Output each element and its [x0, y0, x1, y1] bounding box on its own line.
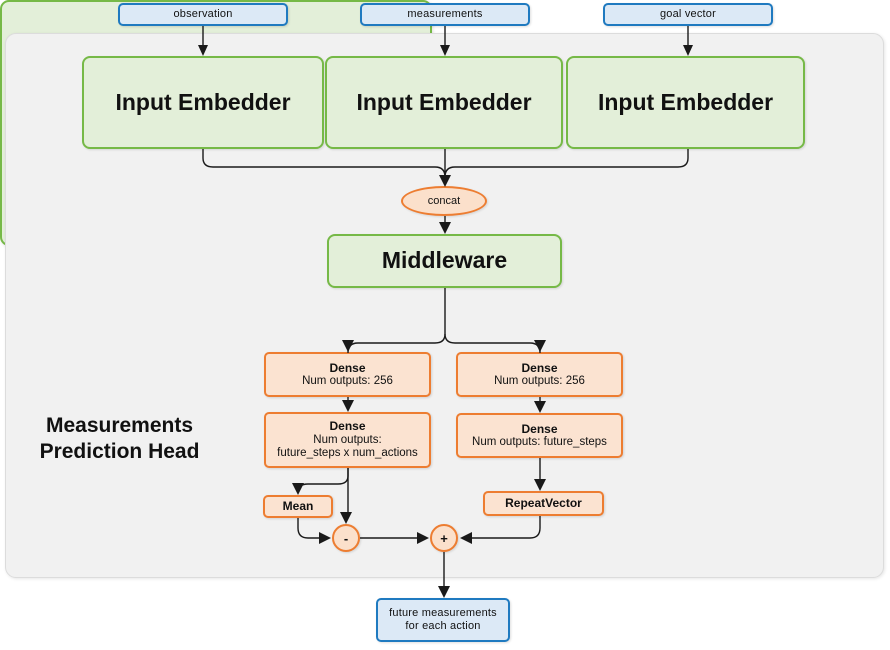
left-dense-1-title: Dense: [329, 360, 366, 375]
input-label-measurements: measurements: [407, 8, 483, 21]
head-label-line1: Measurements: [45, 414, 194, 437]
mean-box: Mean: [263, 495, 333, 518]
middleware-box: Middleware: [327, 234, 562, 288]
output-label-line1: future measurements: [389, 607, 497, 620]
head-label-line2: Prediction Head: [39, 439, 200, 463]
input-embedder-label: Input Embedder: [115, 88, 291, 115]
input-embedder-measurements: Input Embedder: [325, 56, 563, 149]
left-dense-2-detail-1: Num outputs:: [313, 433, 382, 446]
left-dense-1: Dense Num outputs: 256: [264, 352, 431, 397]
subtract-operator: -: [332, 524, 360, 552]
right-dense-1-detail: Num outputs: 256: [494, 374, 585, 387]
subtract-symbol: -: [343, 530, 349, 546]
right-dense-1: Dense Num outputs: 256: [456, 352, 623, 397]
right-dense-2: Dense Num outputs: future_steps: [456, 413, 623, 458]
left-dense-2-detail-2: future_steps x num_actions: [277, 447, 418, 460]
input-box-observation: observation: [118, 3, 288, 26]
output-label-line2: for each action: [405, 620, 481, 632]
right-dense-2-detail: Num outputs: future_steps: [472, 435, 607, 448]
middleware-label: Middleware: [381, 247, 508, 274]
repeat-vector-box: RepeatVector: [483, 491, 604, 516]
mean-label: Mean: [282, 499, 314, 514]
input-embedder-goal-vector: Input Embedder: [566, 56, 805, 149]
input-box-measurements: measurements: [360, 3, 530, 26]
concat-label: concat: [427, 195, 461, 207]
input-embedder-observation: Input Embedder: [82, 56, 324, 149]
output-box-future-measurements: future measurements for each action: [376, 598, 510, 642]
repeat-vector-label: RepeatVector: [505, 496, 582, 511]
add-operator: +: [430, 524, 458, 552]
concat-node: concat: [401, 186, 487, 216]
measurements-prediction-head-label: Measurements Prediction Head: [22, 413, 217, 464]
input-embedder-label: Input Embedder: [356, 88, 532, 115]
right-dense-1-title: Dense: [521, 360, 558, 375]
left-dense-2-title: Dense: [329, 419, 366, 434]
left-dense-1-detail: Num outputs: 256: [302, 374, 393, 387]
arrowhead-output: [438, 586, 450, 598]
input-label-goal-vector: goal vector: [659, 8, 716, 21]
input-label-observation: observation: [173, 8, 233, 21]
right-dense-2-title: Dense: [521, 421, 558, 436]
input-embedder-label: Input Embedder: [597, 88, 774, 115]
left-dense-2: Dense Num outputs: future_steps x num_ac…: [264, 412, 431, 468]
input-box-goal-vector: goal vector: [603, 3, 773, 26]
add-symbol: +: [440, 530, 448, 546]
